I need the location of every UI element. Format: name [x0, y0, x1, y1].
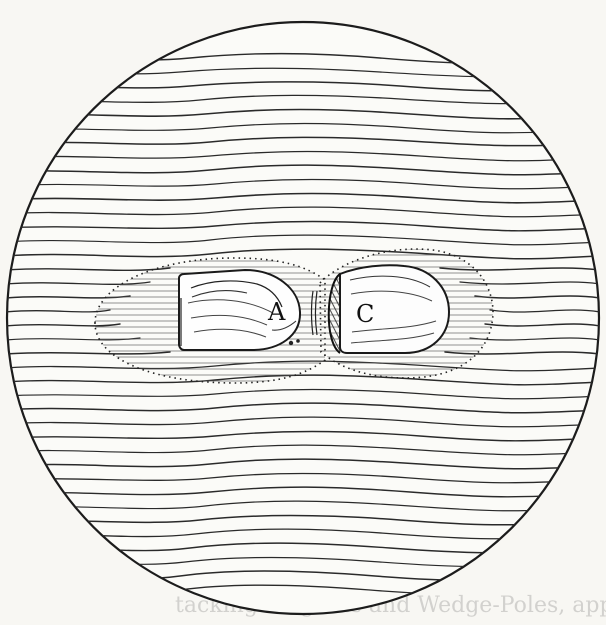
- magnet-c: C: [329, 265, 449, 353]
- magnet-a: A: [179, 270, 300, 350]
- label-a: A: [267, 298, 286, 326]
- label-c: C: [356, 300, 374, 328]
